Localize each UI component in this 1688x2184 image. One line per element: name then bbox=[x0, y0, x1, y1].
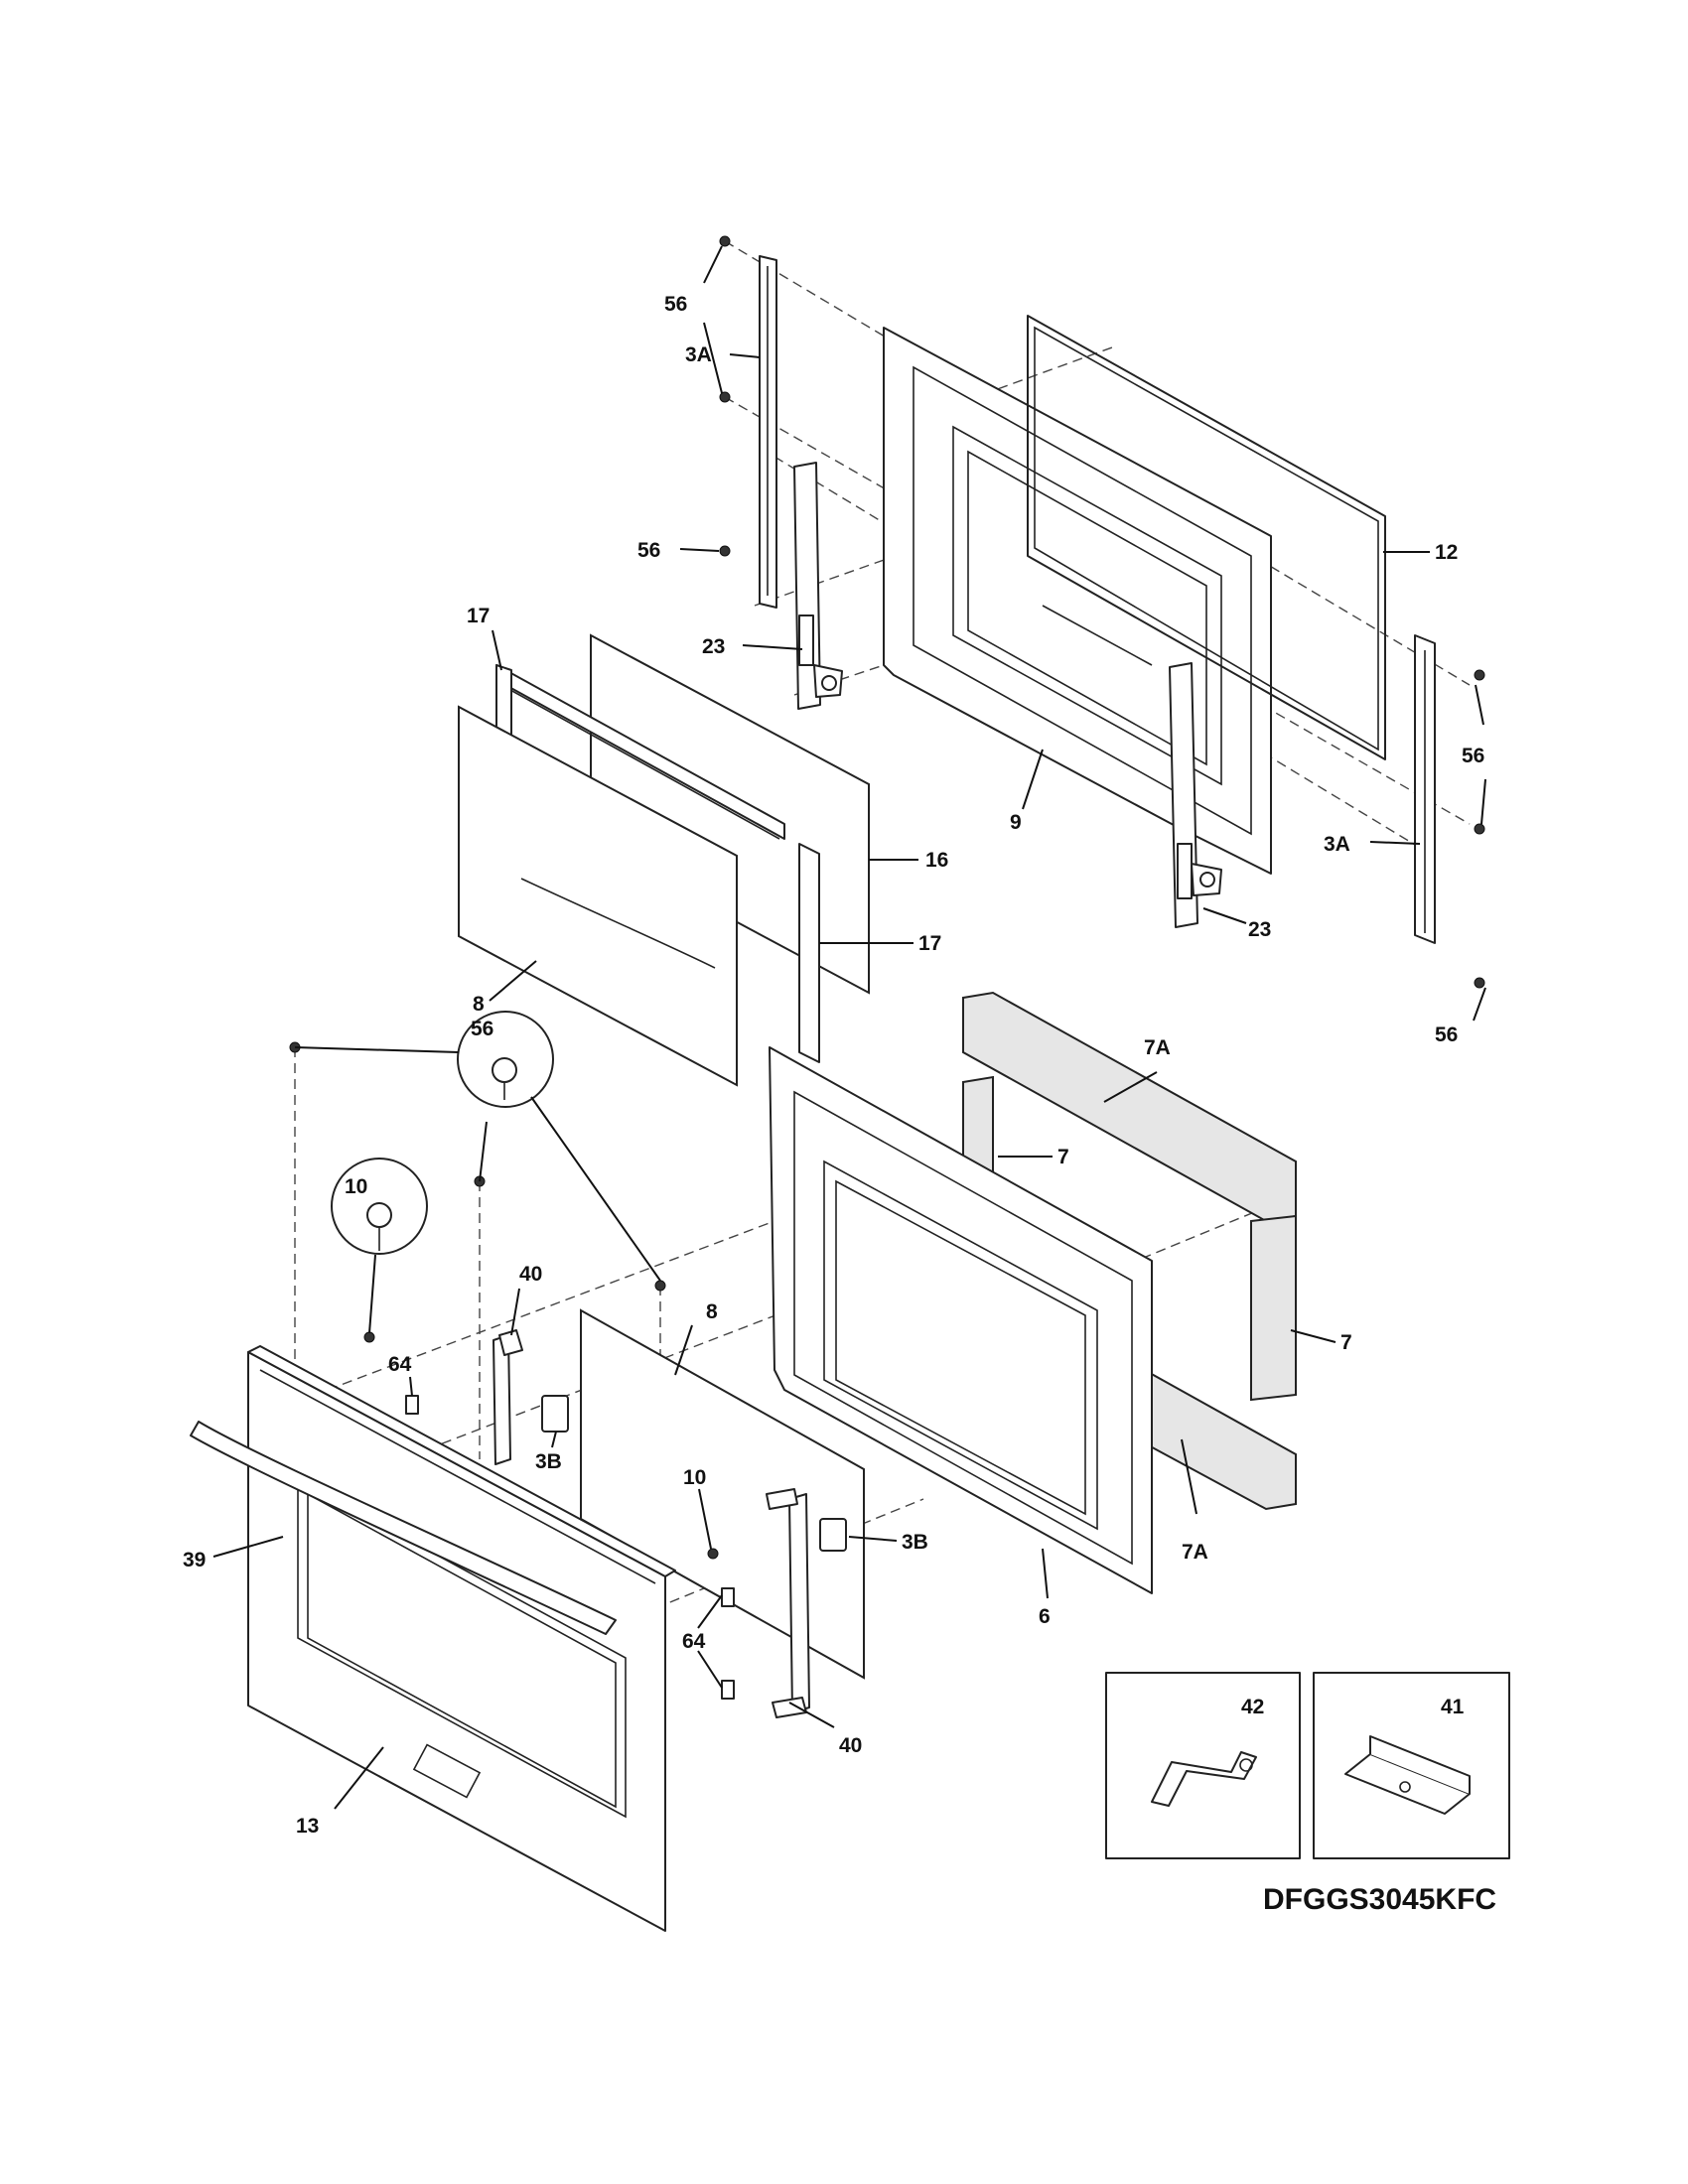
screw-10-a bbox=[363, 1331, 375, 1343]
callout-13: 13 bbox=[296, 1815, 319, 1838]
detail-circle-56 bbox=[457, 1011, 554, 1108]
inset-box-41 bbox=[1313, 1672, 1510, 1859]
callout-64-lower: 64 bbox=[682, 1630, 706, 1653]
callout-12: 12 bbox=[1435, 541, 1458, 564]
callout-10-small: 10 bbox=[683, 1466, 706, 1489]
callout-56-mid: 56 bbox=[637, 539, 660, 562]
screw-56-lower-c bbox=[654, 1280, 666, 1292]
callout-40-lower: 40 bbox=[839, 1734, 862, 1757]
screw-56-top-a bbox=[719, 235, 731, 247]
callout-23-right: 23 bbox=[1248, 918, 1271, 941]
lower-door-assembly bbox=[190, 991, 1297, 1932]
screw-56-mid bbox=[719, 545, 731, 557]
callout-42: 42 bbox=[1241, 1696, 1264, 1718]
callout-3b-right: 3B bbox=[902, 1531, 928, 1554]
callout-7-lower: 7 bbox=[1340, 1331, 1352, 1354]
callout-64-upper: 64 bbox=[388, 1353, 412, 1376]
screw-10-b bbox=[707, 1548, 719, 1560]
spacer-64-mid bbox=[721, 1587, 735, 1607]
callout-6: 6 bbox=[1039, 1605, 1051, 1628]
screw-56-right-b bbox=[1474, 823, 1485, 835]
model-number: DFGGS3045KFC bbox=[1263, 1883, 1496, 1916]
clip-3b-left bbox=[541, 1395, 569, 1433]
callout-10-circle: 10 bbox=[345, 1175, 367, 1198]
inset-box-42 bbox=[1105, 1672, 1301, 1859]
callout-23-left: 23 bbox=[702, 635, 725, 658]
callout-7a-top: 7A bbox=[1144, 1036, 1171, 1059]
callout-3a-left: 3A bbox=[685, 343, 712, 366]
callout-41: 41 bbox=[1441, 1696, 1465, 1718]
screw-56-top-b bbox=[719, 391, 731, 403]
callout-17-bottom: 17 bbox=[918, 932, 941, 955]
door-handle-39 bbox=[190, 1421, 617, 1635]
upper-door-assembly bbox=[458, 235, 1485, 1087]
glass-panel-8-upper bbox=[458, 705, 738, 1087]
callout-9: 9 bbox=[1010, 811, 1022, 834]
callout-labels: 56 3A 56 12 17 23 9 56 3A 16 23 17 8 56 … bbox=[183, 293, 1484, 1838]
callout-56-right-b: 56 bbox=[1435, 1024, 1458, 1046]
bracket-40-lower bbox=[766, 1488, 810, 1718]
screw-56-right-a bbox=[1474, 669, 1485, 681]
spacer-64-upper bbox=[405, 1395, 419, 1415]
insulation-7-lower bbox=[1250, 1214, 1297, 1402]
hinge-23-left bbox=[793, 462, 843, 710]
screw-56-right-c bbox=[1474, 977, 1485, 989]
callout-16: 16 bbox=[925, 849, 948, 872]
detail-circle-10 bbox=[331, 1158, 428, 1255]
callout-8-upper: 8 bbox=[473, 993, 485, 1016]
callout-39: 39 bbox=[183, 1549, 206, 1571]
hinge-23-right bbox=[1169, 662, 1222, 928]
callout-17-top: 17 bbox=[467, 605, 490, 627]
clip-3b-right bbox=[819, 1518, 847, 1552]
callout-3b-left: 3B bbox=[535, 1450, 562, 1473]
spacer-64-lower bbox=[721, 1680, 735, 1700]
callout-56-right-a: 56 bbox=[1462, 745, 1484, 767]
callout-40-upper: 40 bbox=[519, 1263, 542, 1286]
door-liner-6 bbox=[769, 1046, 1153, 1594]
leader-lines bbox=[212, 245, 1486, 1810]
bracket-40-upper bbox=[492, 1329, 523, 1465]
callout-8-lower: 8 bbox=[706, 1300, 718, 1323]
inner-door-frame-9 bbox=[883, 327, 1272, 875]
gasket-12 bbox=[1027, 315, 1386, 760]
callout-7-upper: 7 bbox=[1057, 1146, 1069, 1168]
callout-56-circle: 56 bbox=[471, 1018, 493, 1040]
callout-3a-right: 3A bbox=[1324, 833, 1350, 856]
callout-7a-bottom: 7A bbox=[1182, 1541, 1208, 1564]
callout-56-top: 56 bbox=[664, 293, 687, 316]
